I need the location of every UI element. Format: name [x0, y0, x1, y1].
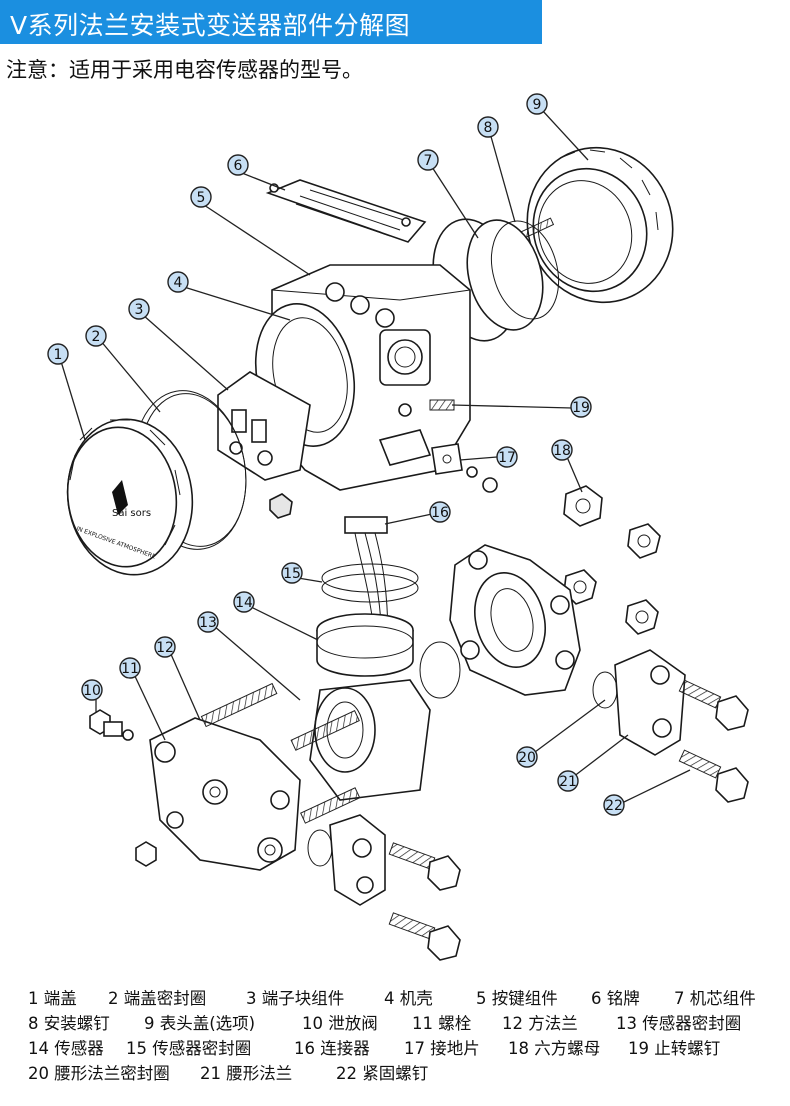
legend-item: 6 铭牌 — [591, 989, 640, 1008]
callout-circle — [128, 298, 150, 320]
callout-number: 21 — [559, 774, 577, 790]
callout-circle — [227, 154, 249, 176]
callout-circle — [197, 611, 219, 633]
callout-circle — [496, 446, 518, 468]
terminal-block-part — [217, 371, 311, 481]
legend-item: 13 传感器密封圈 — [616, 1014, 742, 1033]
legend-row: 20 腰形法兰密封圈 21 腰形法兰 22 紧固螺钉 — [28, 1061, 788, 1086]
callout-circle — [516, 746, 538, 768]
callout-number: 5 — [197, 190, 206, 206]
legend-item: 3 端子块组件 — [246, 989, 345, 1008]
callout-circle — [551, 439, 573, 461]
legend-item: 7 机芯组件 — [674, 989, 756, 1008]
callout-circle — [119, 657, 141, 679]
legend-row: 1 端盖 2 端盖密封圈 3 端子块组件 4 机壳 5 按键组件 6 铭牌 7 … — [28, 986, 788, 1011]
kidney-flange-part — [614, 649, 686, 756]
parts-legend: 1 端盖 2 端盖密封圈 3 端子块组件 4 机壳 5 按键组件 6 铭牌 7 … — [28, 986, 788, 1086]
callout-number: 4 — [174, 275, 183, 291]
callout-circle — [570, 396, 592, 418]
callout-circle — [429, 501, 451, 523]
legend-item: 19 止转螺钉 — [628, 1039, 721, 1058]
kidney-flange-seal-part — [592, 671, 618, 709]
meter-cover-part — [526, 146, 674, 304]
callout-number: 6 — [234, 158, 243, 174]
legend-item: 20 腰形法兰密封圈 — [28, 1064, 170, 1083]
callout-number: 2 — [92, 329, 101, 345]
legend-item: 2 端盖密封圈 — [108, 989, 207, 1008]
callout-number: 1 — [54, 347, 63, 363]
legend-item: 14 传感器 — [28, 1039, 104, 1058]
callout-circle — [190, 186, 212, 208]
legend-row: 14 传感器 15 传感器密封圈 16 连接器 17 接地片 18 六方螺母 1… — [28, 1036, 788, 1061]
sensor-seal-part — [321, 563, 419, 603]
bolt-parts — [200, 682, 361, 824]
callout-number: 10 — [83, 683, 101, 699]
callout-circle — [233, 591, 255, 613]
square-flange-part — [149, 717, 301, 871]
callout-circle — [167, 271, 189, 293]
anti-rotation-screw-part — [429, 399, 455, 411]
legend-item: 1 端盖 — [28, 989, 77, 1008]
callout-circle — [81, 679, 103, 701]
legend-item: 9 表头盖(选项) — [144, 1014, 256, 1033]
callout-number: 9 — [533, 97, 542, 113]
callout-circle — [603, 794, 625, 816]
callout-number: 11 — [121, 661, 139, 677]
sensor-body-part — [309, 679, 431, 801]
callout-circle — [281, 562, 303, 584]
callout-circle — [154, 636, 176, 658]
callout-number: 15 — [283, 566, 301, 582]
callout-number: 20 — [518, 750, 536, 766]
callout-number: 22 — [605, 798, 623, 814]
ground-tab-part — [431, 443, 498, 493]
callout-number: 18 — [553, 443, 571, 459]
callout-number: 19 — [572, 400, 590, 416]
callout-circle — [47, 343, 69, 365]
legend-item: 4 机壳 — [384, 989, 433, 1008]
legend-item: 21 腰形法兰 — [200, 1064, 293, 1083]
callout-number: 8 — [484, 120, 493, 136]
callout-number: 7 — [424, 153, 433, 169]
callout-circle — [417, 149, 439, 171]
legend-item: 17 接地片 — [404, 1039, 480, 1058]
page-title: V系列法兰安装式变送器部件分解图 — [10, 11, 411, 40]
hex-nut-parts — [563, 485, 661, 635]
terminal-screw-part — [269, 493, 293, 519]
brand-logo-text: Sai sors — [112, 508, 151, 519]
right-flange-part — [449, 544, 581, 696]
leader-lines — [59, 109, 691, 803]
lower-kidney-flange-part — [307, 814, 386, 906]
exploded-view-diagram: Sai sors IN EXPLOSIVE ATMOSPHERE — [47, 93, 749, 961]
sensor-seal-ring-part — [419, 641, 461, 699]
title-bar: V系列法兰安装式变送器部件分解图 — [0, 0, 542, 44]
legend-item: 10 泄放阀 — [302, 1014, 378, 1033]
legend-item: 5 按键组件 — [476, 989, 558, 1008]
callout-circle — [526, 93, 548, 115]
legend-item: 16 连接器 — [294, 1039, 370, 1058]
legend-item: 11 螺栓 — [412, 1014, 472, 1033]
callout-number: 14 — [235, 595, 253, 611]
legend-item: 12 方法兰 — [502, 1014, 578, 1033]
callout-circle — [557, 770, 579, 792]
callout-number: 16 — [431, 505, 449, 521]
callout-number: 3 — [135, 302, 144, 318]
callout-number: 12 — [156, 640, 174, 656]
legend-item: 18 六方螺母 — [508, 1039, 601, 1058]
nameplate-part — [265, 179, 427, 243]
end-cover-part: Sai sors IN EXPLOSIVE ATMOSPHERE — [66, 418, 194, 576]
sensor-part — [316, 613, 414, 677]
fastening-screw-parts — [678, 679, 749, 803]
callout-circle — [85, 325, 107, 347]
legend-item: 15 传感器密封圈 — [126, 1039, 252, 1058]
legend-item: 8 安装螺钉 — [28, 1014, 110, 1033]
callout-number: 13 — [199, 615, 217, 631]
usage-note: 注意：适用于采用电容传感器的型号。 — [6, 58, 363, 82]
callout-circle — [477, 116, 499, 138]
legend-row: 8 安装螺钉 9 表头盖(选项) 10 泄放阀 11 螺栓 12 方法兰 13 … — [28, 1011, 788, 1036]
legend-item: 22 紧固螺钉 — [336, 1064, 429, 1083]
lower-bolt-parts — [388, 842, 461, 961]
callout-number: 17 — [498, 450, 516, 466]
vent-valve-part — [89, 709, 157, 867]
